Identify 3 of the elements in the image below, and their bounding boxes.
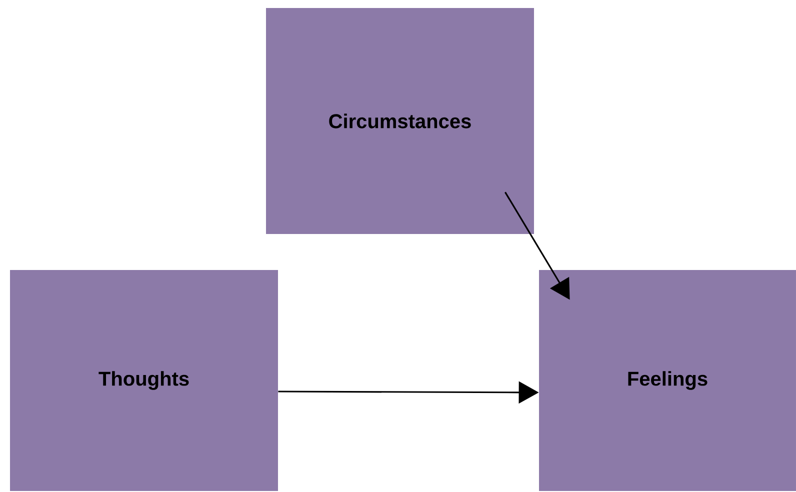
process-box: Thoughts: [10, 270, 278, 491]
process-box: Feelings: [539, 270, 796, 491]
process-box: Circumstances: [266, 8, 534, 234]
